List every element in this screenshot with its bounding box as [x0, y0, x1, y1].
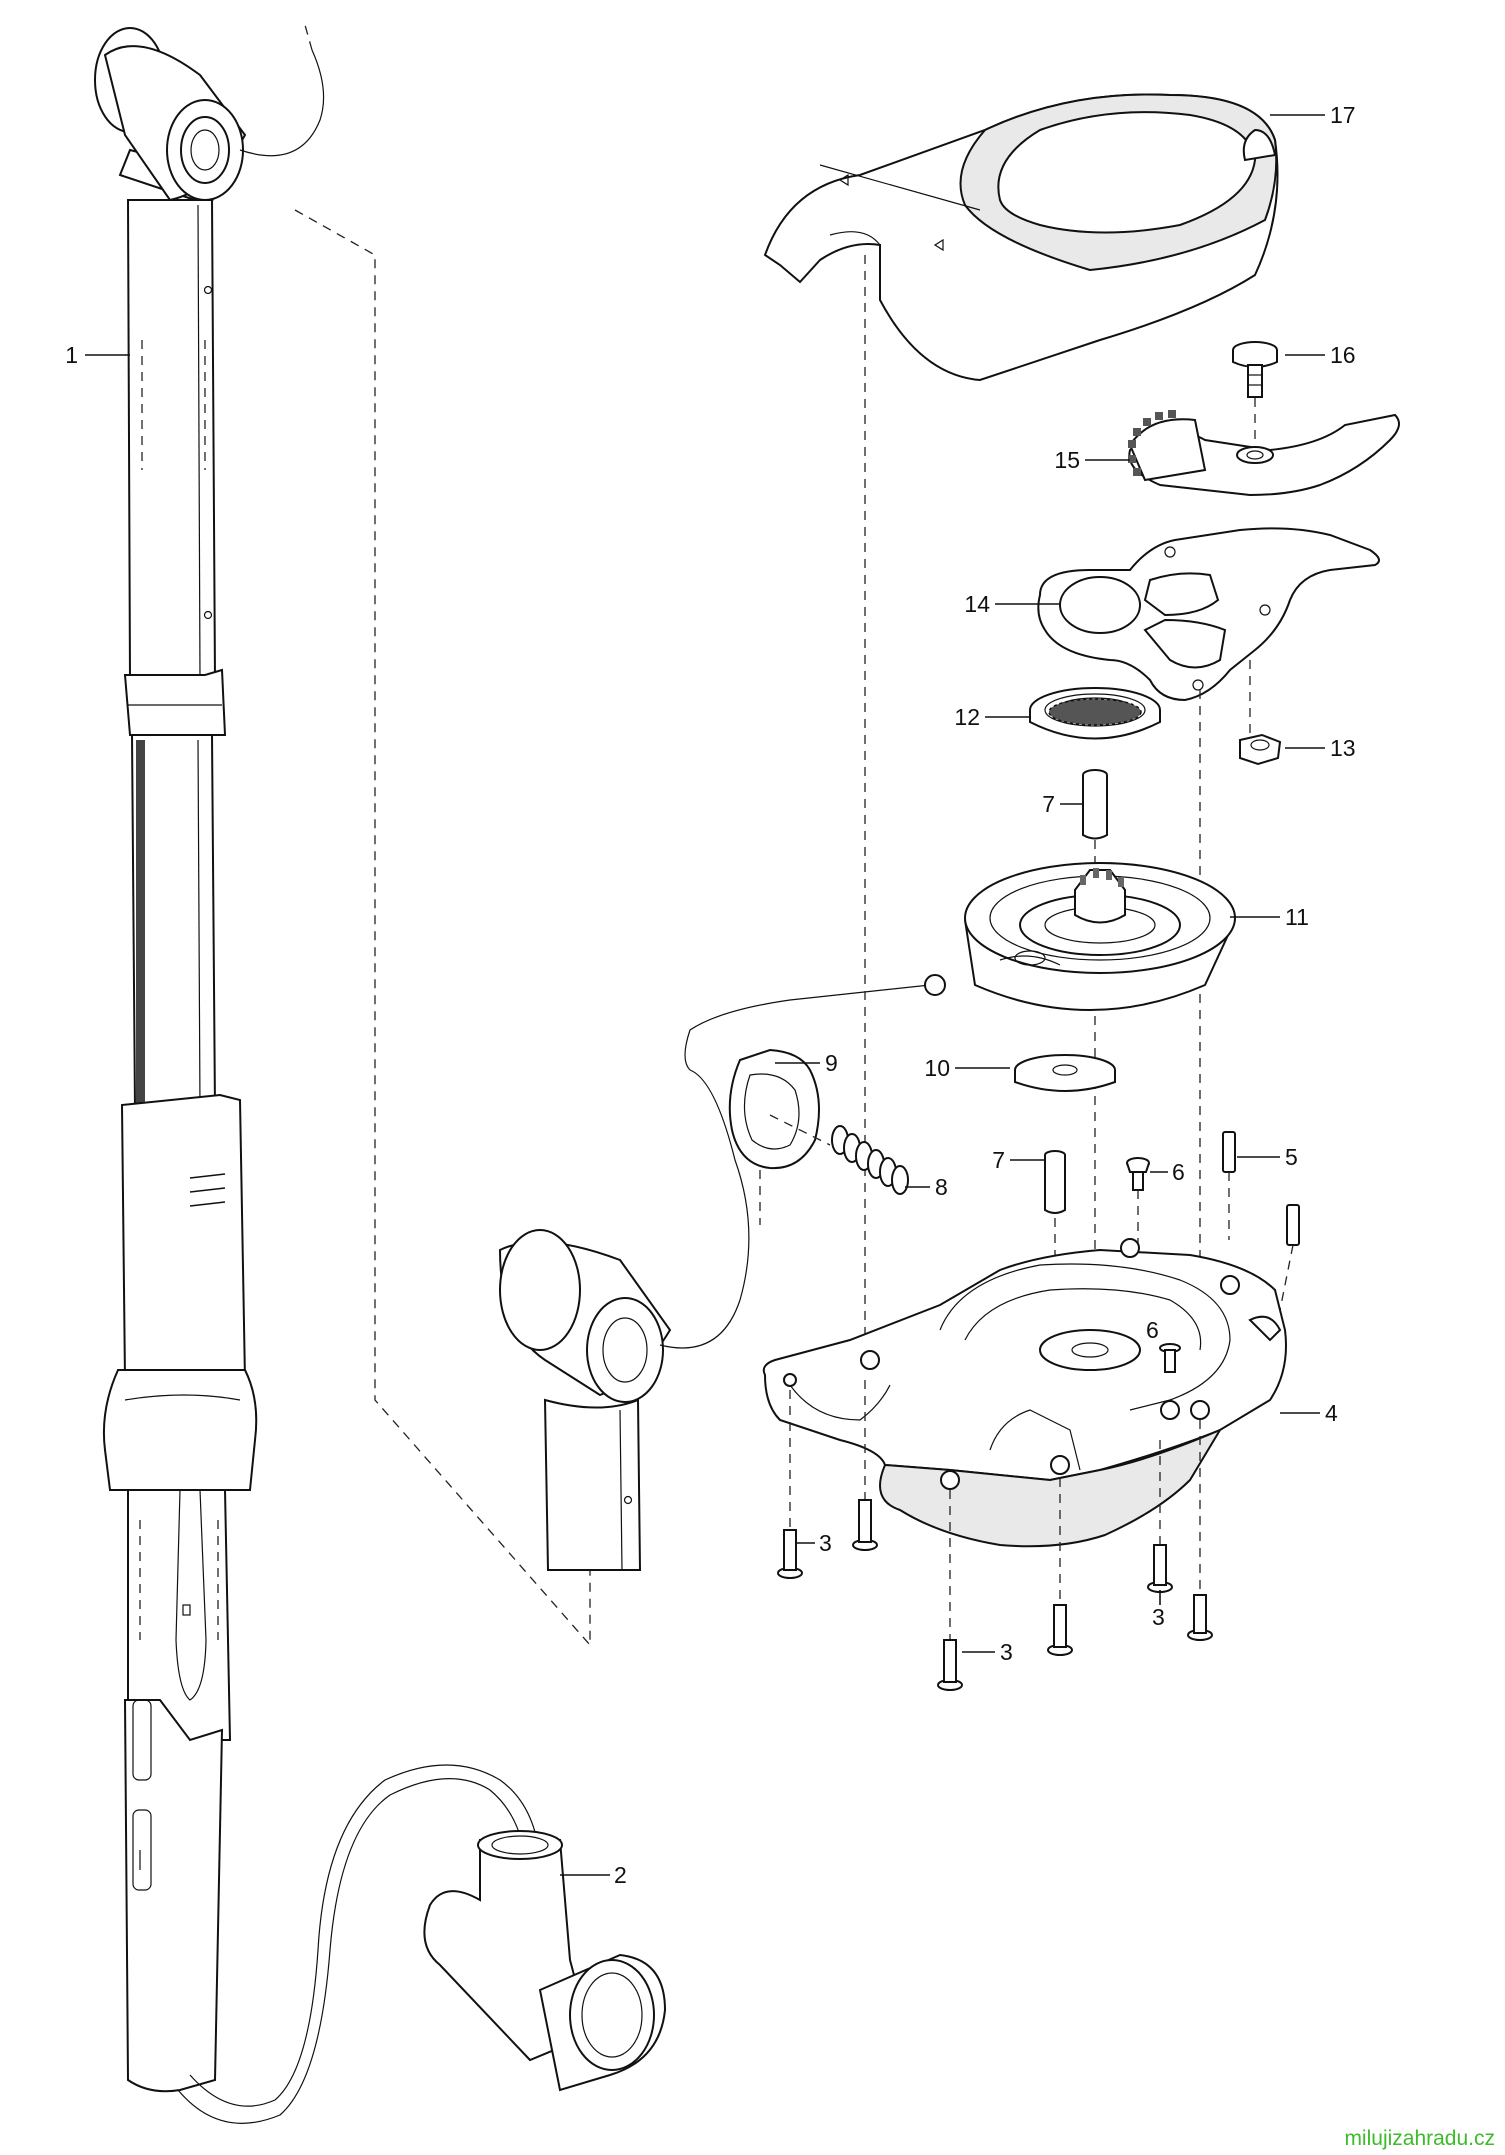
part-label-14: 14: [964, 591, 990, 617]
strap-handle: [177, 1764, 667, 2124]
part-label-5: 5: [1285, 1144, 1298, 1170]
part-label-11: 11: [1285, 904, 1309, 930]
washer-10: [1014, 1054, 1116, 1092]
part-label-6a: 6: [1172, 1159, 1185, 1185]
part-label-6b: 6: [1146, 1317, 1159, 1343]
screws-3: [777, 1499, 1213, 1691]
part-label-3b: 3: [1000, 1639, 1013, 1665]
part-label-8: 8: [935, 1174, 948, 1200]
gear-blade-15: [1128, 410, 1400, 497]
nut-13: [1239, 660, 1282, 766]
part-label-15: 15: [1054, 447, 1080, 473]
screw-16: [1232, 341, 1278, 445]
lower-pole-head: [498, 974, 946, 1571]
screw-6-lower: [1159, 1343, 1181, 1373]
part-label-2: 2: [614, 1862, 627, 1888]
part-label-12: 12: [954, 704, 980, 730]
bearing-12: [1029, 687, 1161, 740]
spool-11: [964, 862, 1236, 1011]
part-label-13: 13: [1330, 735, 1356, 761]
spring-8: [769, 1114, 909, 1195]
watermark: milujizahradu.cz: [1344, 2127, 1495, 2150]
plate-14: [1037, 527, 1380, 702]
part-label-10: 10: [924, 1055, 950, 1081]
part-label-4: 4: [1325, 1400, 1338, 1426]
part-label-9: 9: [825, 1050, 838, 1076]
part-label-1: 1: [65, 342, 78, 368]
pole-head: [94, 24, 325, 207]
part-label-3a: 3: [819, 1530, 832, 1556]
pin-7-upper: [1082, 769, 1108, 840]
clip-9: [728, 1048, 820, 1225]
housing-4: [762, 1238, 1287, 1548]
part-label-16: 16: [1330, 342, 1356, 368]
part-label-3c: 3: [1152, 1604, 1165, 1630]
top-cover: [763, 93, 1279, 382]
part-label-17: 17: [1330, 102, 1356, 128]
part-label-7b: 7: [992, 1147, 1005, 1173]
pins-5: [1222, 1131, 1300, 1311]
telescopic-pole: [94, 24, 325, 2093]
part-label-7a: 7: [1042, 791, 1055, 817]
screw-6-upper: [1126, 1157, 1150, 1250]
